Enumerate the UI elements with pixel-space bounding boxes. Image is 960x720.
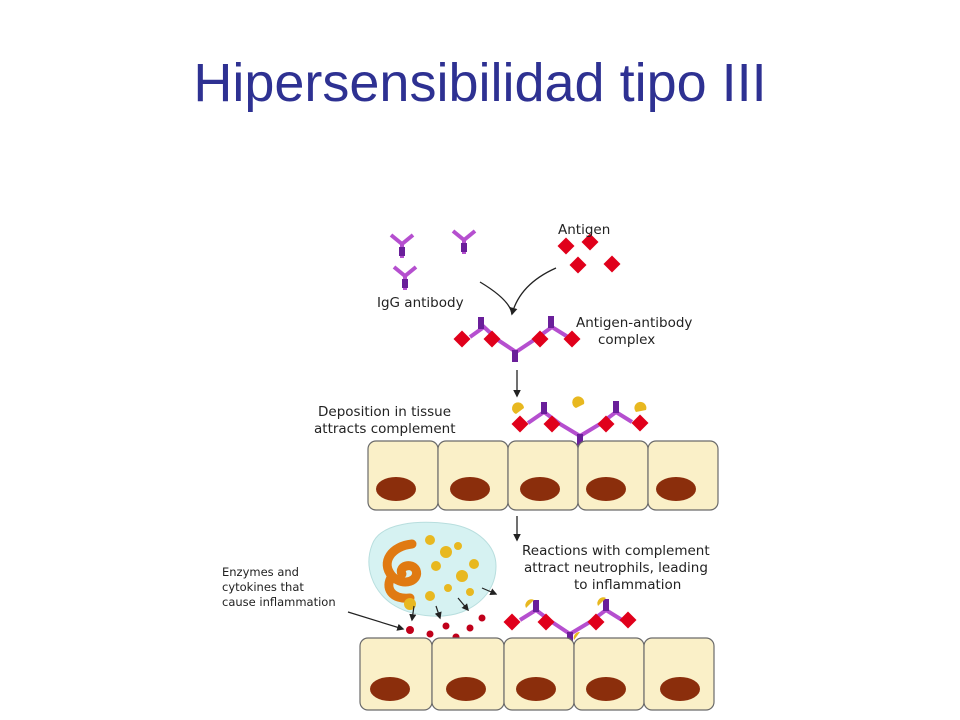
neutrophil	[368, 521, 497, 617]
enzymes-label-line1: Enzymes and	[222, 565, 299, 579]
deposition-label-line1: Deposition in tissue	[318, 404, 451, 420]
enzymes-label-line3: cause inflammation	[222, 595, 336, 609]
igg-antibodies	[389, 229, 477, 292]
antigen	[557, 237, 575, 255]
tissue-cells-row1	[367, 440, 719, 511]
complex-label-line2: complex	[598, 332, 655, 348]
deposition-label-line2: attracts complement	[314, 421, 456, 437]
deposited-complex	[511, 401, 649, 446]
merge-arrow-left	[479, 281, 513, 315]
antigen	[569, 256, 587, 274]
slide-title: Hipersensibilidad tipo III	[193, 53, 767, 113]
complement-proteins	[512, 396, 647, 414]
igg-antibody	[392, 265, 418, 292]
free-antigens	[557, 233, 621, 274]
antigen-antibody-complex	[453, 316, 581, 362]
tissue-cells-row2	[359, 637, 715, 711]
enzymes-pointer	[347, 611, 405, 631]
enzymes-cytokines	[406, 587, 498, 641]
reactions-label-line1: Reactions with complement	[522, 543, 710, 559]
complex-label-line1: Antigen-antibody	[576, 315, 692, 331]
merge-arrow-right	[509, 267, 557, 316]
igg-antibody	[389, 233, 415, 260]
enzymes-label-line2: cytokines that	[222, 580, 304, 594]
reactions-label-line2: attract neutrophils, leading	[524, 560, 708, 576]
igg-antibody	[451, 229, 477, 256]
antigen-label: Antigen	[558, 222, 610, 238]
igg-antibody-label: IgG antibody	[377, 295, 464, 311]
complement-bound-complex	[503, 597, 637, 644]
reactions-label-line3: to inflammation	[574, 577, 681, 593]
antigen	[603, 255, 621, 273]
